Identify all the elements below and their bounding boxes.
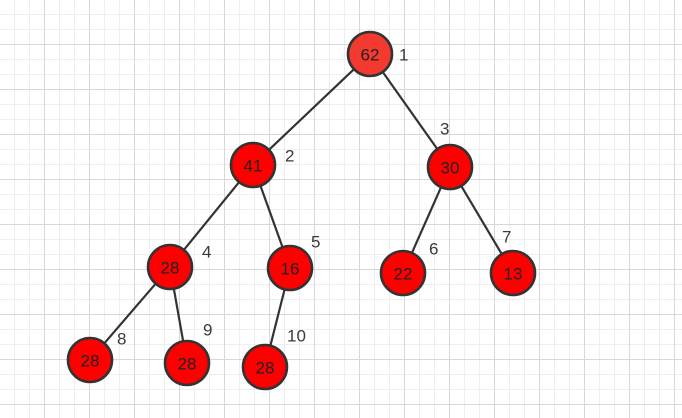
node-circle[interactable]: [146, 243, 194, 291]
node-index-label: 9: [203, 321, 212, 340]
tree-node[interactable]: 30 3: [426, 120, 474, 191]
tree-edge: [102, 282, 158, 345]
node-value-label: 16: [281, 260, 300, 279]
node-circle[interactable]: [241, 343, 289, 391]
node-value-label: 62: [361, 46, 380, 65]
tree-node[interactable]: 16 5: [266, 233, 320, 292]
node-value-label: 28: [161, 259, 180, 278]
node-index-label: 4: [202, 243, 211, 262]
node-circle[interactable]: [346, 30, 394, 78]
tree-node[interactable]: 28 9: [163, 321, 212, 387]
node-circle[interactable]: [266, 244, 314, 292]
tree-edge: [267, 67, 356, 152]
tree-edge: [269, 288, 286, 347]
tree-node[interactable]: 62 1: [346, 30, 408, 78]
node-index-label: 7: [502, 228, 511, 247]
nodes-group: 62 1 41 2 30 3 28 4 16 5 22 6 13 7 28 8 28 9 28 10: [66, 30, 537, 391]
node-index-label: 3: [440, 120, 449, 139]
node-circle[interactable]: [229, 141, 277, 189]
tree-edge: [172, 287, 185, 343]
node-index-label: 2: [285, 147, 294, 166]
tree-edge: [381, 70, 439, 151]
node-value-label: 28: [81, 352, 100, 371]
tree-node[interactable]: 22 6: [379, 240, 438, 297]
node-circle[interactable]: [489, 249, 537, 297]
tree-node[interactable]: 28 10: [241, 327, 306, 391]
tree-edge: [182, 180, 241, 252]
node-value-label: 28: [256, 359, 275, 378]
tree-edge: [259, 184, 284, 249]
node-value-label: 22: [394, 265, 413, 284]
node-circle[interactable]: [66, 336, 114, 384]
node-circle[interactable]: [163, 339, 211, 387]
node-index-label: 5: [311, 233, 320, 252]
tree-node[interactable]: 13 7: [489, 228, 537, 297]
node-value-label: 28: [178, 355, 197, 374]
tree-edge: [459, 184, 504, 256]
node-index-label: 1: [399, 46, 408, 65]
node-index-label: 8: [117, 330, 126, 349]
node-value-label: 13: [504, 265, 523, 284]
tree-node[interactable]: 41 2: [229, 141, 294, 189]
tree-node[interactable]: 28 8: [66, 330, 126, 384]
node-circle[interactable]: [426, 143, 474, 191]
node-index-label: 10: [287, 327, 306, 346]
tree-edge: [410, 185, 443, 255]
node-value-label: 30: [441, 159, 460, 178]
node-value-label: 41: [244, 157, 263, 176]
node-index-label: 6: [429, 240, 438, 259]
edges-group: [102, 67, 504, 347]
tree-node[interactable]: 28 4: [146, 243, 211, 291]
node-circle[interactable]: [379, 249, 427, 297]
